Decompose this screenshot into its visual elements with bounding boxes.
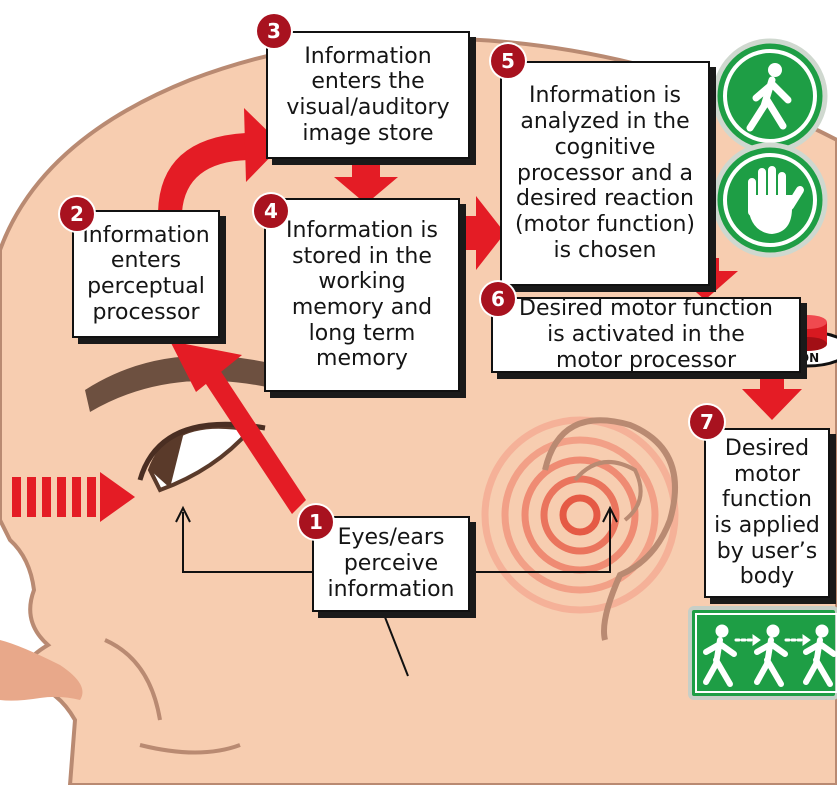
step-4-badge: 4 <box>254 194 288 228</box>
step-2-badge: 2 <box>60 197 94 231</box>
step-6-box: Desired motor function is activated in t… <box>491 297 801 373</box>
step-7-badge: 7 <box>690 405 724 439</box>
step-5-box: Information is analyzed in the cognitive… <box>500 61 710 286</box>
step-5-badge: 5 <box>491 44 525 78</box>
step-3-badge: 3 <box>257 14 291 48</box>
walk-sign-icon <box>715 41 825 151</box>
people-walking-sign-icon <box>690 608 837 698</box>
on-button-label: ON <box>799 351 819 365</box>
step-7-box: Desired motor function is applied by use… <box>704 428 830 598</box>
step-1-badge: 1 <box>299 505 333 539</box>
step-1-box: Eyes/ears perceive information <box>312 516 470 612</box>
stop-hand-sign-icon <box>715 145 825 255</box>
step-4-box: Information is stored in the working mem… <box>264 198 460 392</box>
step-6-badge: 6 <box>481 282 515 316</box>
step-2-box: Information enters perceptual processor <box>72 210 220 338</box>
step-3-box: Information enters the visual/auditory i… <box>266 31 470 159</box>
